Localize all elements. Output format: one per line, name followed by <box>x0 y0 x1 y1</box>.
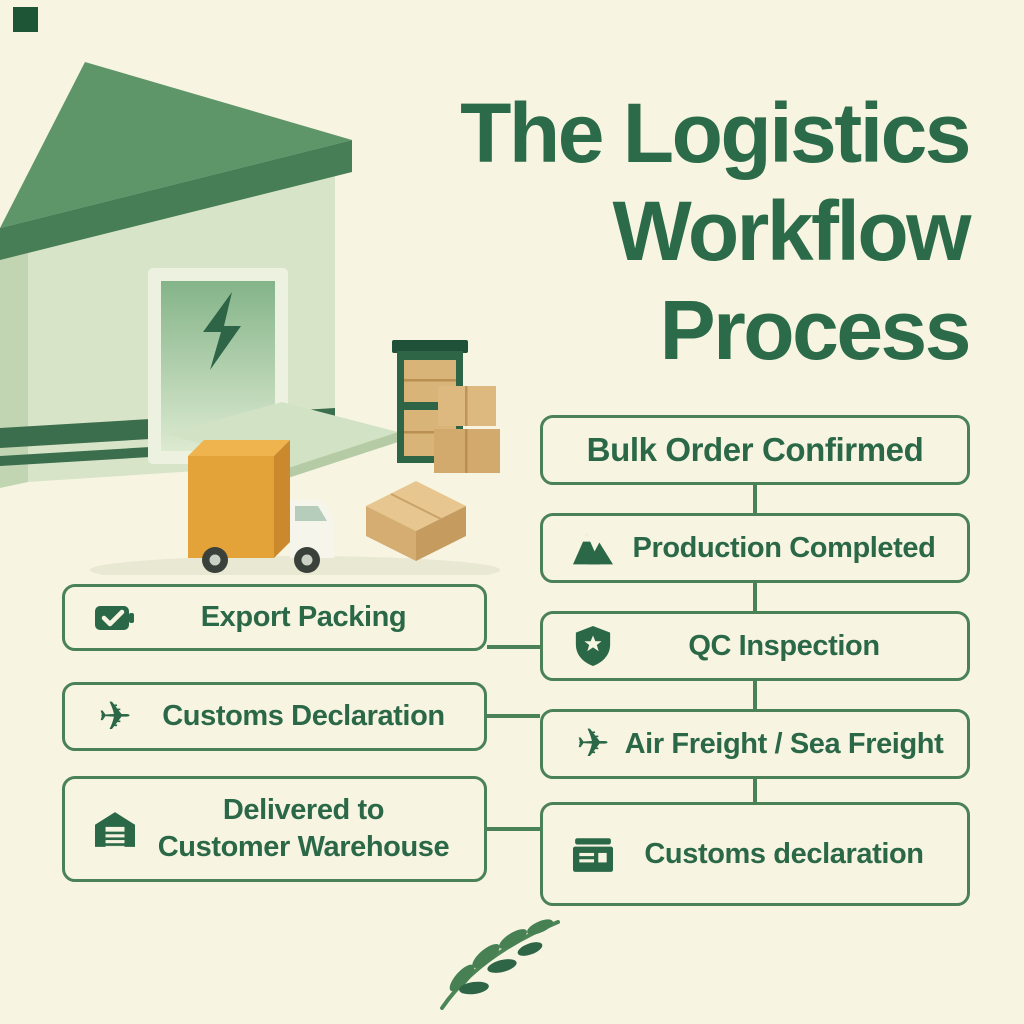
connector-vertical <box>753 583 757 611</box>
flow-step-qc-inspection: QC Inspection <box>540 611 970 681</box>
flow-step-air-sea-freight: ✈ Air Freight / Sea Freight <box>540 709 970 779</box>
plane-icon: ✈ <box>98 693 132 740</box>
flow-step-label: Customs Declaration <box>162 700 445 732</box>
flow-step-label: QC Inspection <box>688 629 880 662</box>
flow-step-customs-declaration-left: ✈ Customs Declaration <box>62 682 487 751</box>
flow-step-label: Delivered to Customer Warehouse <box>157 792 450 866</box>
flow-step-label-line-1: Delivered to <box>222 793 385 826</box>
page-title: The Logistics Workflow Process <box>460 84 972 379</box>
flow-step-bulk-order-confirmed: Bulk Order Confirmed <box>540 415 970 485</box>
roof <box>0 62 352 228</box>
mountain-icon <box>571 526 615 570</box>
flow-step-customs-declaration-right: Customs declaration <box>540 802 970 906</box>
warehouse-illustration <box>0 62 500 575</box>
flow-step-label: Air Freight / Sea Freight <box>624 727 944 760</box>
connector-vertical <box>753 485 757 513</box>
roof-fascia <box>0 140 352 260</box>
shield-star-icon <box>571 624 615 668</box>
plane-icon: ✈ <box>576 721 610 767</box>
connector-vertical <box>753 779 757 802</box>
flow-step-label: Production Completed <box>632 531 936 564</box>
connector-vertical <box>753 681 757 709</box>
flow-step-export-packing: Export Packing <box>62 584 487 651</box>
flow-step-label: Customs declaration <box>644 837 924 870</box>
carton-stack <box>434 386 500 473</box>
warehouse-building <box>0 62 398 488</box>
olive-branch-decoration <box>440 919 560 1010</box>
title-line-3: Process <box>659 282 972 377</box>
title-line-2: Workflow <box>612 184 972 279</box>
flow-step-label-line-2: Customer Warehouse <box>157 831 450 863</box>
carton-box <box>366 481 466 561</box>
connector-horizontal <box>487 827 540 831</box>
title-line-1: The Logistics <box>460 86 971 180</box>
ground-shadow <box>90 556 500 575</box>
flow-step-delivered-to-customer-warehouse: Delivered to Customer Warehouse <box>62 776 487 882</box>
flow-step-label: Export Packing <box>200 601 407 633</box>
container-icon <box>571 832 615 876</box>
flow-step-label: Bulk Order Confirmed <box>586 431 924 468</box>
flow-step-production-completed: Production Completed <box>540 513 970 583</box>
warehouse-icon <box>93 807 137 851</box>
loading-ramp <box>166 402 398 478</box>
connector-horizontal <box>487 714 540 718</box>
battery-check-icon <box>93 596 137 640</box>
delivery-truck <box>188 440 334 573</box>
connector-horizontal <box>487 645 540 649</box>
corner-mark <box>13 7 38 32</box>
lightning-bolt-icon <box>203 292 241 370</box>
